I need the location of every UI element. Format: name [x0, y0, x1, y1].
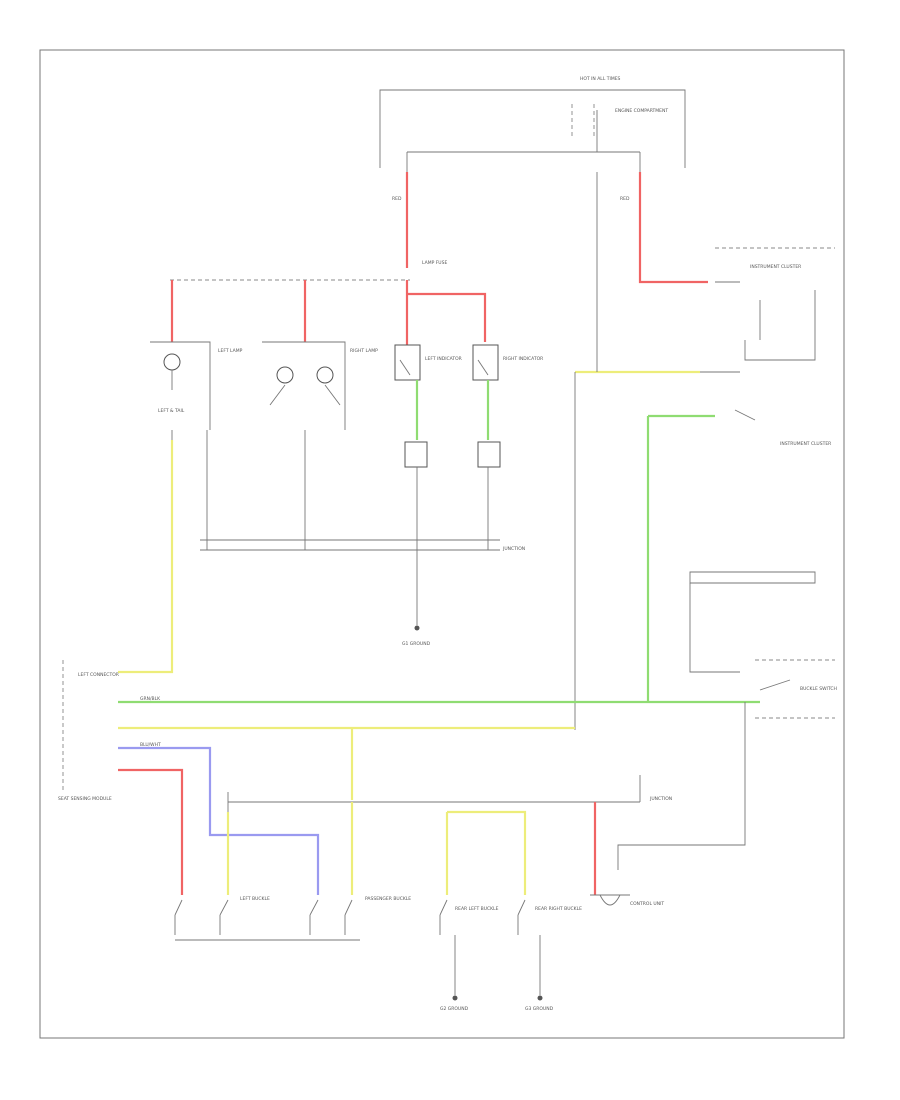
control-unit: CONTROL UNIT: [590, 894, 664, 907]
passenger-buckle-label: PASSENGER BUCKLE: [365, 896, 411, 902]
wire-label: RED: [392, 196, 402, 202]
wire-label: BLU/WHT: [140, 742, 161, 748]
junction-label-2: JUNCTION: [649, 796, 672, 802]
instrument-cluster: INSTRUMENT CLUSTER INSTRUMENT CLUSTER: [715, 247, 835, 447]
cluster-label-2: INSTRUMENT CLUSTER: [780, 441, 831, 447]
right-indicator-switch: RIGHT INDICATOR: [472, 344, 543, 381]
left-tail-label: LEFT & TAIL: [158, 408, 185, 414]
wire-label: GRN/BLK: [140, 696, 161, 702]
left-connector-label: LEFT CONNECTOR: [78, 672, 119, 678]
left-buckle-label: LEFT BUCKLE: [240, 896, 270, 902]
cluster-label: INSTRUMENT CLUSTER: [750, 264, 801, 270]
center-lamp: RIGHT LAMP: [262, 341, 378, 430]
buckle-switch-right: BUCKLE SWITCH: [617, 571, 837, 870]
lamp-fuse-label: LAMP FUSE: [422, 260, 447, 266]
wire-red-top-right: [407, 292, 487, 342]
ground-right-label: G3 GROUND: [525, 1006, 554, 1012]
wire-yellow-3: [447, 810, 527, 895]
rear-left-buckle-label: REAR LEFT BUCKLE: [455, 906, 499, 912]
wire-blue-bus: [118, 746, 320, 895]
rear-right-buckle-label: REAR RIGHT BUCKLE: [535, 906, 582, 912]
left-connector: LEFT CONNECTOR: [62, 660, 119, 790]
hot-label: HOT IN ALL TIMES: [580, 76, 621, 82]
junction-label: JUNCTION: [502, 546, 525, 552]
buckle-switch-label: BUCKLE SWITCH: [800, 686, 837, 692]
right-indicator-label: RIGHT INDICATOR: [503, 356, 543, 362]
left-indicator-switch: LEFT INDICATOR: [394, 344, 462, 381]
buckle-switches: LEFT BUCKLE PASSENGER BUCKLE REAR LEFT B…: [174, 896, 582, 941]
diagram-frame: [39, 49, 845, 1039]
top-fuse-block: HOT IN ALL TIMES ENGINE COMPARTMENT: [379, 76, 686, 168]
control-unit-label: CONTROL UNIT: [630, 901, 664, 907]
left-lamp-label: LEFT LAMP: [218, 348, 243, 354]
fuse-block-label: ENGINE COMPARTMENT: [615, 108, 668, 114]
wire-red-right: [638, 172, 708, 284]
left-indicator-label: LEFT INDICATOR: [425, 356, 462, 362]
seat-module-label: SEAT SENSING MODULE: [58, 796, 112, 802]
right-lamp-label: RIGHT LAMP: [350, 348, 378, 354]
wire-yellow-left: [118, 440, 174, 674]
ground-left-label: G2 GROUND: [440, 1006, 469, 1012]
left-lamp: LEFT LAMP LEFT & TAIL: [150, 341, 243, 430]
ground-mid-label: G1 GROUND: [402, 641, 431, 647]
wire-red-bus: [118, 768, 184, 895]
wire-label: RED: [620, 196, 630, 202]
